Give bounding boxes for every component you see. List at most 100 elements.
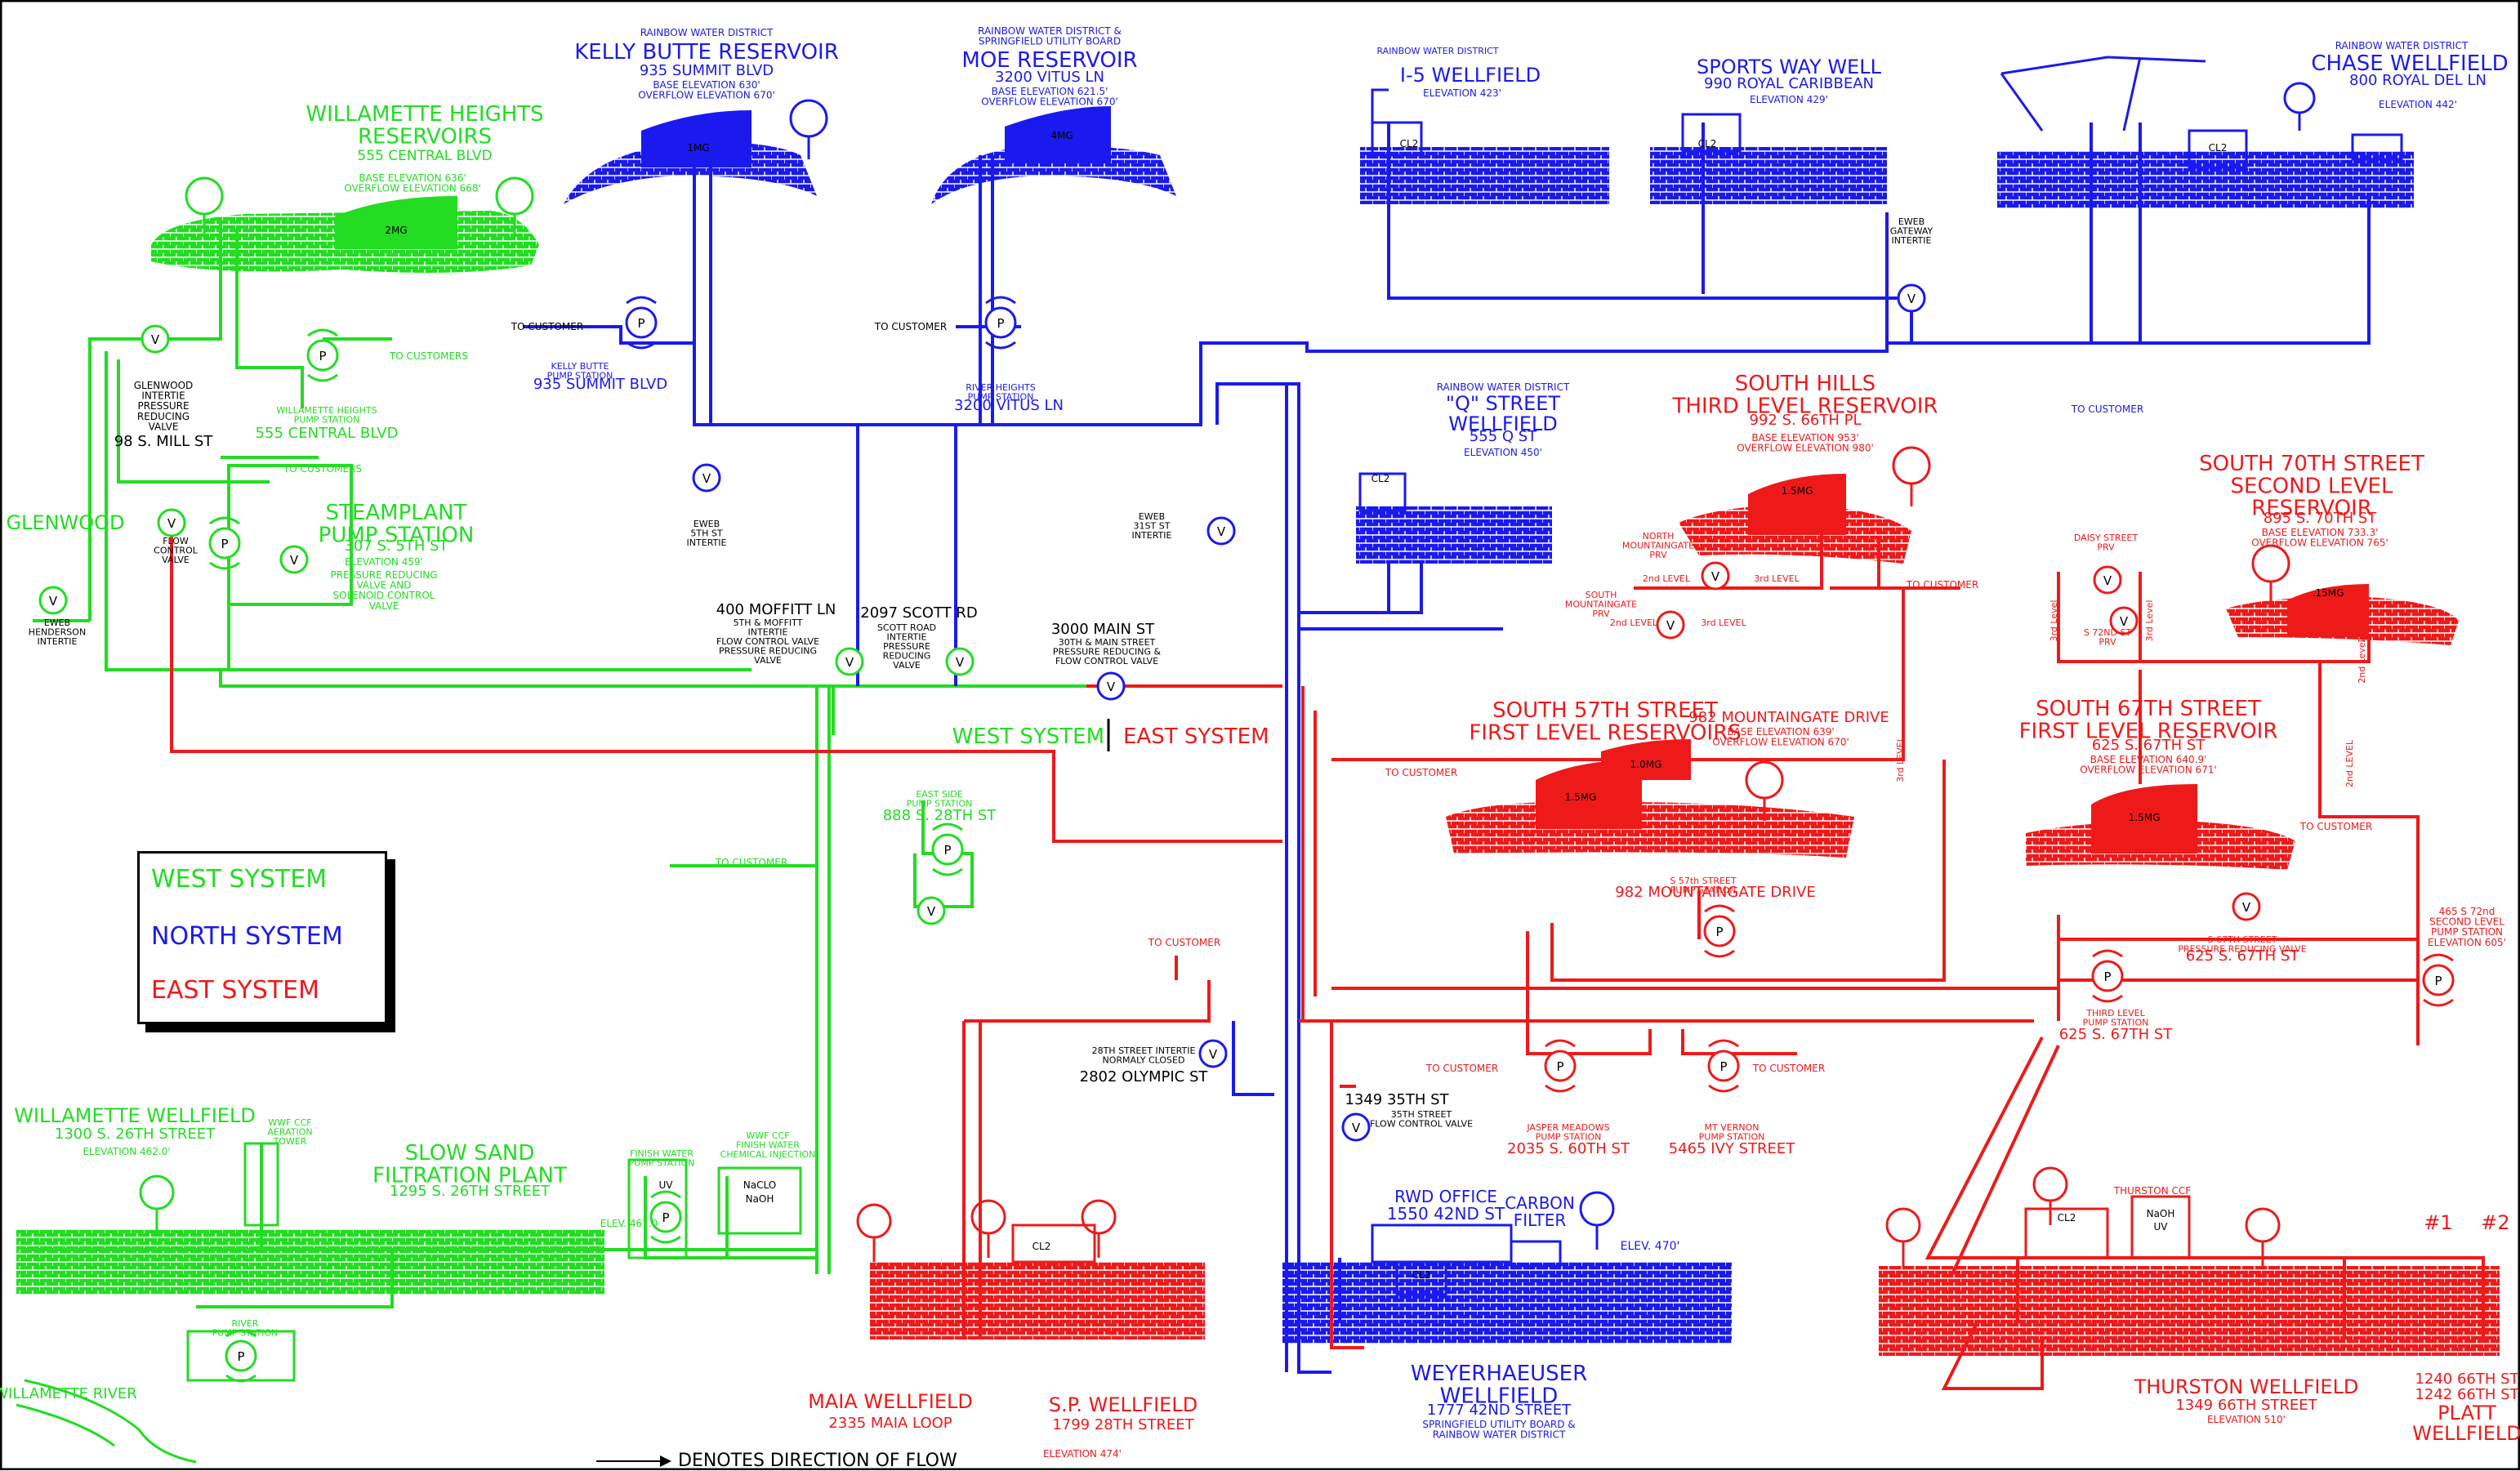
- kelly-butte-title-label: KELLY BUTTE RESERVOIR: [574, 40, 839, 65]
- wh-pump-addr-line: 555 CENTRAL BLVD: [256, 425, 399, 442]
- finish-water-label: FINISH WATERPUMP STATION: [629, 1148, 695, 1169]
- tank-sh-label: 1.5MG: [1782, 485, 1813, 497]
- s35-valve-symbol-letter: V: [1352, 1121, 1361, 1135]
- to-customer-28-label: TO CUSTOMER: [1148, 937, 1220, 948]
- to-customer-rh-label: TO CUSTOMER: [874, 321, 947, 332]
- tank-s67-label: 1.5MG: [2129, 812, 2161, 823]
- q-elev-label: ELEVATION 450': [1464, 447, 1542, 458]
- elev-467-line: ELEV. 467.0: [600, 1218, 658, 1229]
- south-hills-elev-label: BASE ELEVATION 953'OVERFLOW ELEVATION 98…: [1737, 432, 1874, 454]
- willamette-heights-title-line: WILLAMETTE HEIGHTS: [306, 102, 543, 127]
- s67-prv-addr-line: 625 S. 67TH ST: [2186, 947, 2300, 965]
- lvl-2nd-b-label: 2nd LEVEL: [1610, 617, 1658, 628]
- willamette-heights-addr-label: 555 CENTRAL BLVD: [357, 148, 492, 164]
- s35-addr-line: 1349 35TH ST: [1345, 1091, 1449, 1108]
- to-customer-rh-line: TO CUSTOMER: [874, 321, 947, 332]
- mtngate-elev-label: BASE ELEVATION 639'OVERFLOW ELEVATION 67…: [1712, 726, 1849, 748]
- henderson-valve-symbol-letter: V: [49, 594, 58, 608]
- s70-elev-label: BASE ELEVATION 733.3'OVERFLOW ELEVATION …: [2251, 527, 2388, 549]
- moe-addr-line: 3200 VITUS LN: [995, 69, 1104, 86]
- s67-addr-line: 625 S. 67TH ST: [2092, 737, 2206, 754]
- sports-addr-line: 990 ROYAL CARIBBEAN: [1704, 75, 1874, 92]
- wh-pump-addr-label: 555 CENTRAL BLVD: [256, 425, 399, 442]
- s67-valve-symbol-letter: V: [2242, 900, 2251, 915]
- cl2-chase-label: CL2: [2209, 142, 2228, 154]
- s35-desc-label: 35TH STREETFLOW CONTROL VALVE: [1370, 1109, 1473, 1130]
- slow-sand-addr-line: 1295 S. 26TH STREET: [390, 1183, 551, 1200]
- chase-district-line: RAINBOW WATER DISTRICT: [2335, 40, 2469, 51]
- willamette-ground: [16, 1229, 604, 1295]
- steamplant-pump-pump-icon: P: [210, 518, 239, 568]
- lvl-3rd-b-label: 3rd LEVEL: [1701, 617, 1746, 628]
- platt-1-label: #1: [2424, 1211, 2452, 1234]
- daisy-valve-symbol-letter: V: [2103, 573, 2112, 588]
- intertie-28-label: 28TH STREET INTERTIENORMALY CLOSED: [1092, 1045, 1196, 1066]
- willamette-heights-elev-line: OVERFLOW ELEVATION 668': [344, 183, 481, 194]
- scott-valve-valve-icon: V: [947, 649, 973, 675]
- rh-pump-addr-line: 3200 VITUS LN: [954, 397, 1064, 414]
- maia-ground: [870, 1262, 1205, 1340]
- to-customer-west-label: TO CUSTOMER: [715, 857, 787, 868]
- willamette-river-label: WILLAMETTE RIVER: [0, 1385, 137, 1402]
- eastside-pump-symbol-letter: P: [943, 843, 951, 858]
- weyer-owner-label: SPRINGFIELD UTILITY BOARD &RAINBOW WATER…: [1422, 1419, 1575, 1441]
- mtvernon-addr-label: 5465 IVY STREET: [1669, 1140, 1796, 1157]
- gateway-valve-symbol-letter: V: [1907, 292, 1916, 306]
- willamette-heights-title-line: RESERVOIRS: [358, 124, 492, 149]
- steamplant-valve-symbol-letter: V: [290, 553, 299, 568]
- eweb31st-valve-symbol-letter: V: [1217, 524, 1226, 539]
- main-desc-label: 30TH & MAIN STREETPRESSURE REDUCING &FLO…: [1053, 637, 1162, 666]
- main-addr-label: 3000 MAIN ST: [1051, 621, 1155, 638]
- daisy-valve-valve-icon: V: [2094, 567, 2121, 593]
- river-pump-line: PUMP STATION: [212, 1328, 279, 1339]
- weyer-addr-line: 1777 42ND STREET: [1427, 1402, 1572, 1419]
- intertie28-valve-symbol-letter: V: [1209, 1047, 1218, 1062]
- slow-sand-addr-label: 1295 S. 26TH STREET: [390, 1183, 551, 1200]
- south-hills-title-line: SOUTH HILLS: [1735, 372, 1876, 396]
- cl2-thurston-label: CL2: [2058, 1212, 2076, 1224]
- rh-pump-symbol-letter: P: [997, 316, 1004, 331]
- s57-title-line: SOUTH 57TH STREET: [1492, 698, 1718, 723]
- willamette-wf-elev-label: ELEVATION 462.0': [83, 1146, 170, 1157]
- south-mtngate-prv-label: SOUTHMOUNTAINGATEPRV: [1565, 590, 1637, 619]
- moffitt-desc-label: 5TH & MOFFITTINTERTIEFLOW CONTROL VALVEP…: [716, 617, 819, 666]
- to-customers-wh-line: TO CUSTOMERS: [389, 350, 468, 362]
- s70-addr-line: 895 S. 70TH ST: [2264, 510, 2378, 527]
- s67-title-line: SOUTH 67TH STREET: [2036, 697, 2261, 721]
- s67-prv-addr-label: 625 S. 67TH ST: [2186, 947, 2300, 965]
- naoh-finish-label: NaOH: [746, 1193, 774, 1205]
- south-hills-addr-line: 992 S. 66TH PL: [1750, 412, 1862, 429]
- steamplant-addr-line: 307 S. 5TH ST: [344, 537, 448, 555]
- chase-elev-line: ELEVATION 442': [2379, 99, 2457, 110]
- to-customer-chase-label: TO CUSTOMER: [2071, 403, 2143, 415]
- eweb31st-valve-valve-icon: V: [1208, 518, 1234, 544]
- weyer-addr-label: 1777 42ND STREET: [1427, 1402, 1572, 1419]
- jasper-pump-pump-icon: P: [1545, 1041, 1575, 1091]
- legend-west: WEST SYSTEM: [151, 865, 327, 894]
- s67-addr-label: 625 S. 67TH ST: [2092, 737, 2206, 754]
- moffitt-valve-valve-icon: V: [836, 649, 863, 675]
- south-hills-elev-line: OVERFLOW ELEVATION 980': [1737, 443, 1874, 454]
- chase-addr-label: 800 ROYAL DEL LN: [2349, 72, 2487, 89]
- platt-title-line: WELLFIELD: [2412, 1422, 2520, 1445]
- chase-elev-label: ELEVATION 442': [2379, 99, 2457, 110]
- mtngate-addr-line: 982 MOUNTAINGATE DRIVE: [1688, 709, 1889, 726]
- s72-prv-line: PRV: [2099, 637, 2116, 648]
- s67-elev-line: OVERFLOW ELEVATION 671': [2080, 764, 2217, 776]
- s70-title-line: SOUTH 70TH STREET: [2199, 452, 2424, 476]
- kelly-butte-elev-line: OVERFLOW ELEVATION 670': [638, 90, 775, 101]
- tank-s57b-label: 1.0MG: [1630, 759, 1662, 770]
- rwd-office-label: RWD OFFICE1550 42ND ST: [1387, 1187, 1505, 1224]
- intertie-28-line: NORMALY CLOSED: [1103, 1055, 1185, 1066]
- weyer-title-line: WEYERHAEUSER: [1411, 1362, 1587, 1386]
- eastside-pump-pump-icon: P: [933, 824, 962, 875]
- sp-addr-label: 1799 28TH STREET: [1052, 1416, 1194, 1433]
- moffitt-desc-line: VALVE: [754, 655, 782, 666]
- eweb-gateway-label: EWEBGATEWAYINTERTIE: [1890, 216, 1933, 246]
- maia-addr-line: 2335 MAIA LOOP: [828, 1415, 952, 1432]
- south-mtngate-valve-valve-icon: V: [1657, 612, 1684, 638]
- wwf-chem-label: WWF CCFFINISH WATERCHEMICAL INJECTION: [720, 1130, 816, 1160]
- mtvernon-pump-symbol-letter: P: [1719, 1059, 1727, 1074]
- carbon-filter-line: FILTER: [1514, 1210, 1567, 1230]
